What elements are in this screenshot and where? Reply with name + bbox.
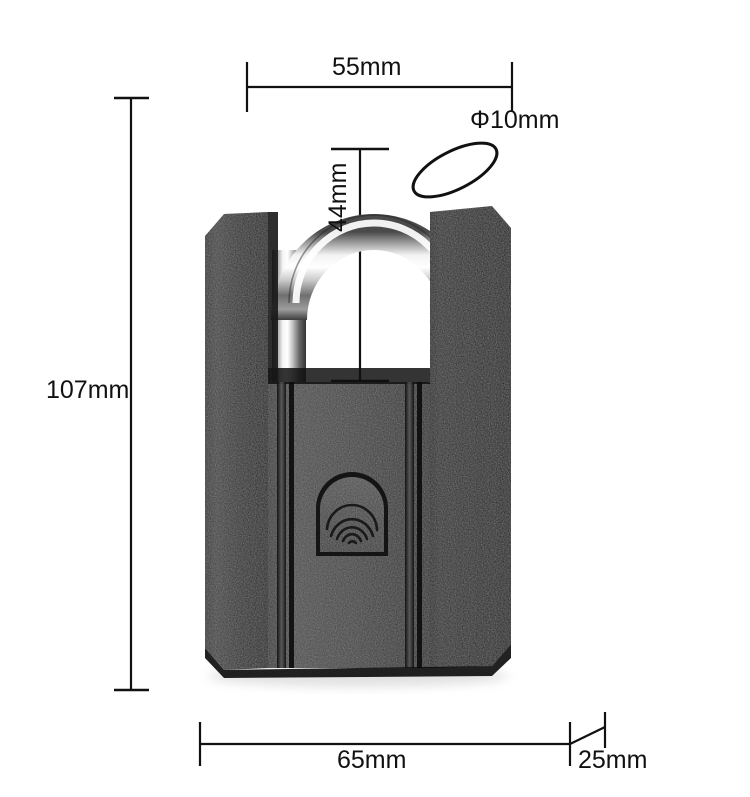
dimension-label-width-top: 55mm: [332, 53, 402, 81]
groove-right: [405, 382, 414, 668]
bottom-chamfer: [205, 644, 511, 678]
lock-body: [205, 206, 511, 678]
dimension-label-shackle-diameter: Φ10mm: [470, 106, 560, 134]
dimension-label-height: 107mm: [46, 376, 130, 404]
dimension-depth: [569, 712, 607, 748]
dimension-label-clearance: 44mm: [324, 162, 352, 232]
fingerprint-sensor[interactable]: [316, 472, 388, 556]
groove-left-dark: [289, 382, 294, 668]
dimension-label-width-bottom: 65mm: [337, 746, 407, 774]
padlock: [205, 206, 511, 678]
dimension-height: [114, 96, 149, 692]
right-shoulder: [430, 206, 511, 668]
fingerprint-icon: [325, 503, 379, 545]
groove-right-dark: [417, 382, 422, 668]
dimension-width-top: [245, 62, 514, 112]
groove-left: [277, 382, 286, 668]
sensor-face: [320, 477, 384, 552]
left-shoulder: [205, 212, 268, 670]
shackle-diameter-callout: [411, 141, 499, 199]
dimension-label-depth: 25mm: [578, 746, 648, 774]
